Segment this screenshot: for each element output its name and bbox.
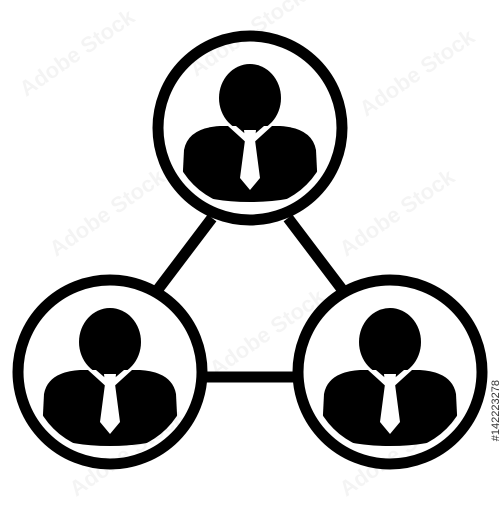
connection-top-left	[151, 214, 217, 296]
person-node-left	[12, 274, 208, 470]
person-node-right	[292, 274, 488, 470]
person-node-top	[152, 30, 348, 226]
network-connections	[151, 214, 349, 383]
stock-image-id: #142223278	[490, 380, 500, 442]
connection-top-right	[283, 214, 349, 296]
